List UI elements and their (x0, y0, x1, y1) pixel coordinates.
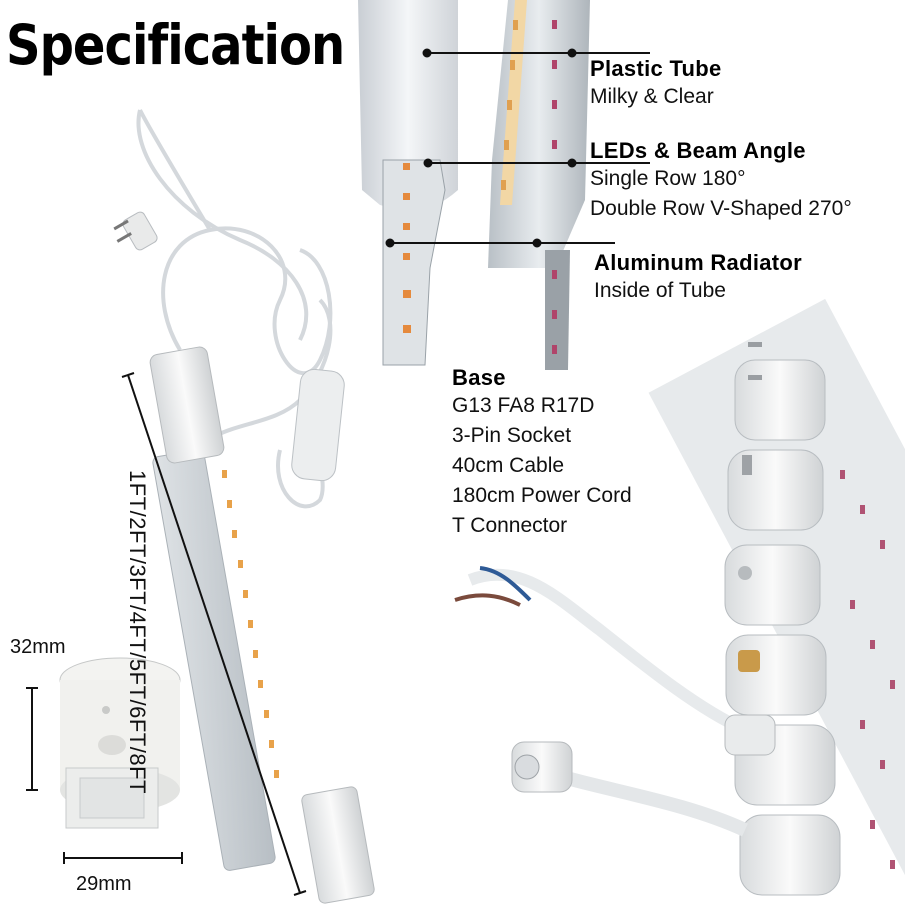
sample-tube (149, 346, 375, 904)
clear-tube-cutaway (488, 0, 590, 370)
radiator-callout: Aluminum Radiator Inside of Tube (594, 250, 802, 306)
length-dimension-line (121, 372, 307, 896)
radiator-heading: Aluminum Radiator (594, 250, 802, 275)
leds-heading: LEDs & Beam Angle (590, 138, 806, 163)
leds-line-2: Double Row V-Shaped 270° (590, 197, 852, 220)
cap-dimension-marks (26, 687, 183, 864)
radiator-line-1: Inside of Tube (594, 279, 726, 302)
plug (113, 211, 158, 251)
tube-length-options: 1FT/2FT/3FT/4FT/5FT/6FT/8FT (125, 470, 150, 794)
cap-width-label: 29mm (76, 873, 132, 895)
plastic-tube-line-1: Milky & Clear (590, 85, 714, 108)
connector-head (511, 714, 776, 793)
base-line-4: 180cm Power Cord (452, 484, 632, 507)
callout-lines (385, 48, 650, 248)
t-connector-cable (454, 566, 748, 837)
page-title: Specification (6, 13, 345, 78)
leds-callout: LEDs & Beam Angle Single Row 180° Double… (590, 138, 852, 224)
milky-tube-cutaway (358, 0, 458, 366)
plastic-tube-heading: Plastic Tube (590, 56, 722, 81)
plastic-tube-callout: Plastic Tube Milky & Clear (590, 56, 722, 112)
base-line-3: 40cm Cable (452, 454, 565, 477)
base-heading: Base (452, 365, 506, 390)
base-line-5: T Connector (452, 514, 568, 537)
leds-line-1: Single Row 180° (590, 167, 746, 190)
base-line-2: 3-Pin Socket (452, 424, 572, 447)
inline-switch (291, 368, 345, 482)
end-cap-detail (59, 657, 181, 829)
cap-height-label: 32mm (10, 636, 66, 658)
base-line-1: G13 FA8 R17D (452, 394, 595, 417)
base-spec-block: Base G13 FA8 R17D 3-Pin Socket 40cm Cabl… (452, 365, 632, 541)
base-types-stack (648, 298, 905, 896)
